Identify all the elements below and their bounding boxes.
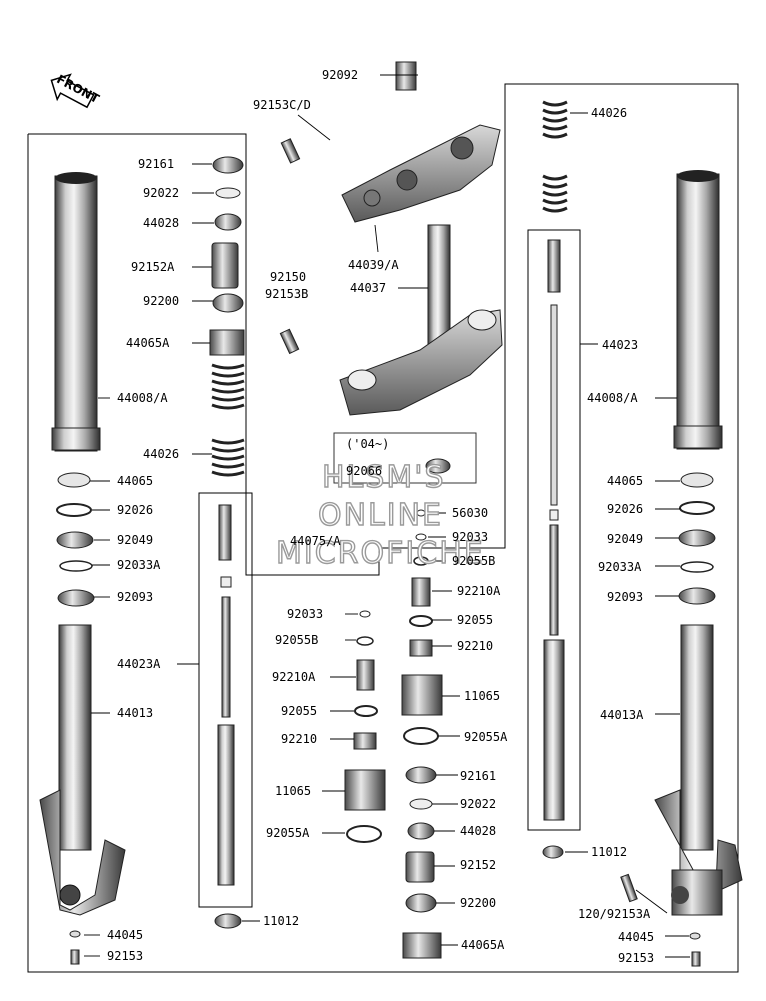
part-label: 92049: [607, 532, 644, 546]
part-label: 92210A: [272, 670, 316, 684]
front-arrow-icon: [50, 73, 95, 109]
leader-lines: [84, 74, 690, 958]
right-inner-tube: [654, 624, 743, 916]
part-label: 120/92153A: [578, 907, 651, 921]
part-label: 11065: [464, 689, 501, 703]
year-note: ('04~): [346, 437, 390, 451]
lower-triple-clamp: [279, 224, 503, 474]
part-label: 92055: [457, 613, 494, 627]
left-seals: [56, 472, 95, 607]
part-label: 44075/A: [290, 534, 341, 548]
part-label: 44023A: [117, 657, 161, 671]
part-label: 44008/A: [117, 391, 168, 405]
part-label: 92152: [460, 858, 497, 872]
part-label: 92033: [287, 607, 324, 621]
right-outer-tube: [673, 170, 723, 450]
right-small-parts: [69, 873, 701, 967]
frame-lines: [27, 83, 739, 973]
part-label: 44013A: [600, 708, 644, 722]
part-label: 44065: [607, 474, 644, 488]
part-label: 44013: [117, 706, 154, 720]
part-label: 92033A: [598, 560, 642, 574]
part-label: 92153: [618, 951, 655, 965]
part-label: 11012: [591, 845, 628, 859]
part-label: 44045: [107, 928, 144, 942]
part-label: 92153B: [265, 287, 309, 301]
part-label: 92153: [107, 949, 144, 963]
left-damper-rod: [214, 504, 242, 929]
part-label: 92210: [281, 732, 318, 746]
part-label: 92150: [270, 270, 307, 284]
right-spring: [542, 100, 568, 213]
part-label: 92200: [143, 294, 180, 308]
part-label: 92200: [460, 896, 497, 910]
part-label: 92022: [143, 186, 180, 200]
part-label: 44037: [350, 281, 387, 295]
part-label: 44039/A: [348, 258, 399, 272]
part-label: 92055: [281, 704, 318, 718]
left-outer-tube: [51, 172, 101, 452]
right-damper-rod: [542, 239, 565, 859]
part-label: 11012: [263, 914, 300, 928]
left-inner-tube: [39, 624, 126, 916]
part-label: 92026: [117, 503, 154, 517]
part-label: 92093: [607, 590, 644, 604]
part-label: 92055A: [266, 826, 310, 840]
part-label: 11065: [275, 784, 312, 798]
part-label: 44026: [143, 447, 180, 461]
part-label: 92093: [117, 590, 154, 604]
part-label: 92033: [452, 530, 489, 544]
part-label: 92152A: [131, 260, 175, 274]
part-label: 92033A: [117, 558, 161, 572]
part-label: 44045: [618, 930, 655, 944]
part-label: 92049: [117, 533, 154, 547]
watermark-line-2: ONLINE: [317, 498, 444, 533]
right-seals: [678, 472, 716, 605]
part-label: 44065A: [126, 336, 170, 350]
part-label: 92153C/D: [253, 98, 311, 112]
part-label: 92022: [460, 797, 497, 811]
part-label: 92161: [460, 769, 497, 783]
part-label: 44065A: [461, 938, 505, 952]
watermark-line-3: MICROFICHE: [275, 536, 485, 571]
center-parts-upper: [344, 610, 386, 843]
part-label: 44023: [602, 338, 639, 352]
part-label: 44065: [117, 474, 154, 488]
part-label: 56030: [452, 506, 489, 520]
part-label: 44028: [143, 216, 180, 230]
upper-triple-clamp: [280, 61, 501, 223]
part-label: 92092: [322, 68, 359, 82]
center-parts-lower: [401, 509, 443, 959]
part-label: 92066: [346, 464, 383, 478]
part-label: 92055B: [452, 554, 496, 568]
left-damper-parts: [209, 156, 245, 477]
watermark-line-1: HLSM'S: [321, 460, 446, 495]
part-label: 92026: [607, 502, 644, 516]
part-label: 44028: [460, 824, 497, 838]
part-label: 92210A: [457, 584, 501, 598]
part-label: 44008/A: [587, 391, 638, 405]
part-label: 92210: [457, 639, 494, 653]
part-label: 92161: [138, 157, 175, 171]
part-label: 92055A: [464, 730, 508, 744]
part-label: 92055B: [275, 633, 319, 647]
part-label: 44026: [591, 106, 628, 120]
